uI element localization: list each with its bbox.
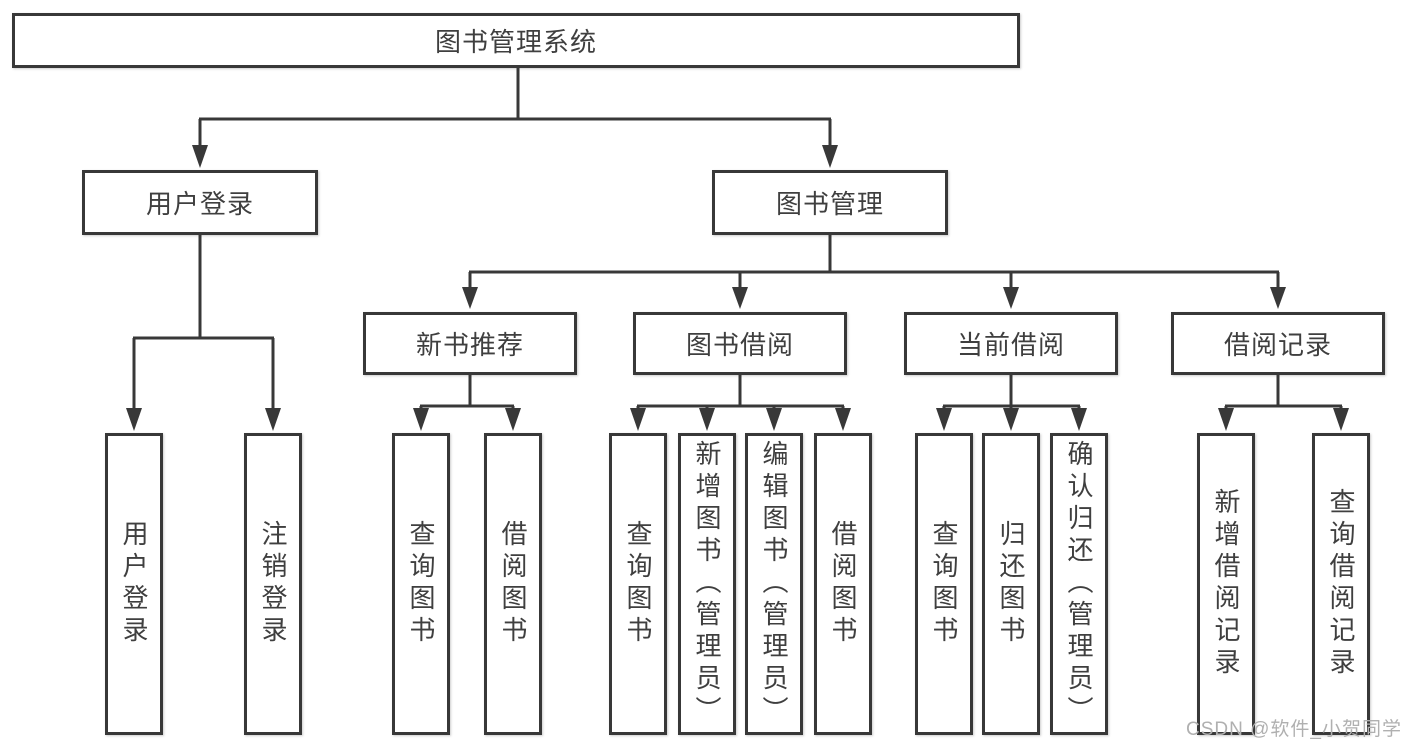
leaf-borrow-books-recommend-label: 借阅图书 [498, 520, 528, 648]
arrowhead-icon [1333, 408, 1349, 431]
arrowhead-icon [192, 145, 208, 168]
arrowhead-icon [1270, 287, 1286, 309]
leaf-query-books-current: 查询图书 [915, 433, 973, 735]
node-book-borrowing: 图书借阅 [633, 312, 847, 375]
connector-user-login-split [126, 234, 281, 431]
leaf-add-borrow-record-label: 新增借阅记录 [1211, 488, 1241, 680]
node-user-login-label: 用户登录 [145, 189, 254, 219]
leaf-confirm-return-admin: 确认归还（管理员） [1050, 433, 1108, 735]
arrowhead-icon [126, 408, 142, 431]
leaf-return-books-label: 归还图书 [996, 520, 1026, 648]
node-borrowing-records-label: 借阅记录 [1223, 330, 1332, 360]
arrowhead-icon [699, 408, 715, 431]
arrowhead-icon [1218, 408, 1234, 431]
connector-book-management-split [462, 234, 1286, 309]
arrowhead-icon [630, 408, 646, 431]
leaf-edit-books-admin: 编辑图书（管理员） [745, 433, 803, 735]
leaf-logout: 注销登录 [244, 433, 302, 735]
arrowhead-icon [505, 408, 521, 431]
node-root-system: 图书管理系统 [12, 13, 1020, 68]
leaf-query-books-borrowing-label: 查询图书 [623, 520, 653, 648]
leaf-borrow-books-recommend: 借阅图书 [484, 433, 542, 735]
node-borrowing-records: 借阅记录 [1171, 312, 1385, 375]
leaf-query-borrow-record-label: 查询借阅记录 [1326, 488, 1356, 680]
node-root-system-label: 图书管理系统 [434, 27, 597, 57]
node-current-borrowing-label: 当前借阅 [956, 330, 1065, 360]
leaf-logout-label: 注销登录 [258, 520, 288, 648]
leaf-edit-books-admin-label: 编辑图书（管理员） [759, 440, 789, 728]
leaf-add-borrow-record: 新增借阅记录 [1197, 433, 1255, 735]
arrowhead-icon [265, 408, 281, 431]
leaf-borrow-books: 借阅图书 [814, 433, 872, 735]
connector-current-borrowing-split [936, 374, 1087, 431]
arrowhead-icon [1003, 287, 1019, 309]
leaf-user-login-label: 用户登录 [119, 520, 149, 648]
arrowhead-icon [835, 408, 851, 431]
leaf-add-books-admin: 新增图书（管理员） [678, 433, 736, 735]
arrowhead-icon [732, 287, 748, 309]
connector-new-book-recommendation-split [413, 374, 521, 431]
csdn-watermark: CSDN @软件_小贺同学 [1186, 719, 1402, 740]
arrowhead-icon [1003, 408, 1019, 431]
leaf-return-books: 归还图书 [982, 433, 1040, 735]
node-current-borrowing: 当前借阅 [904, 312, 1118, 375]
connector-book-borrowing-split [630, 374, 851, 431]
leaf-user-login: 用户登录 [105, 433, 163, 735]
leaf-add-books-admin-label: 新增图书（管理员） [692, 440, 722, 728]
node-new-book-recommendation: 新书推荐 [363, 312, 577, 375]
arrowhead-icon [413, 408, 429, 431]
node-book-management: 图书管理 [712, 170, 948, 235]
connector-borrowing-records-split [1218, 374, 1349, 431]
node-book-management-label: 图书管理 [775, 189, 884, 219]
leaf-query-books-recommend: 查询图书 [392, 433, 450, 735]
leaf-confirm-return-admin-label: 确认归还（管理员） [1064, 440, 1094, 728]
connector-root-to-level2 [192, 66, 838, 168]
leaf-borrow-books-label: 借阅图书 [828, 520, 858, 648]
leaf-query-books-current-label: 查询图书 [929, 520, 959, 648]
arrowhead-icon [766, 408, 782, 431]
node-user-login: 用户登录 [82, 170, 318, 235]
node-book-borrowing-label: 图书借阅 [685, 330, 794, 360]
arrowhead-icon [1071, 408, 1087, 431]
leaf-query-borrow-record: 查询借阅记录 [1312, 433, 1370, 735]
arrowhead-icon [462, 287, 478, 309]
leaf-query-books-borrowing: 查询图书 [609, 433, 667, 735]
node-new-book-recommendation-label: 新书推荐 [415, 330, 524, 360]
leaf-query-books-recommend-label: 查询图书 [406, 520, 436, 648]
arrowhead-icon [822, 145, 838, 168]
arrowhead-icon [936, 408, 952, 431]
